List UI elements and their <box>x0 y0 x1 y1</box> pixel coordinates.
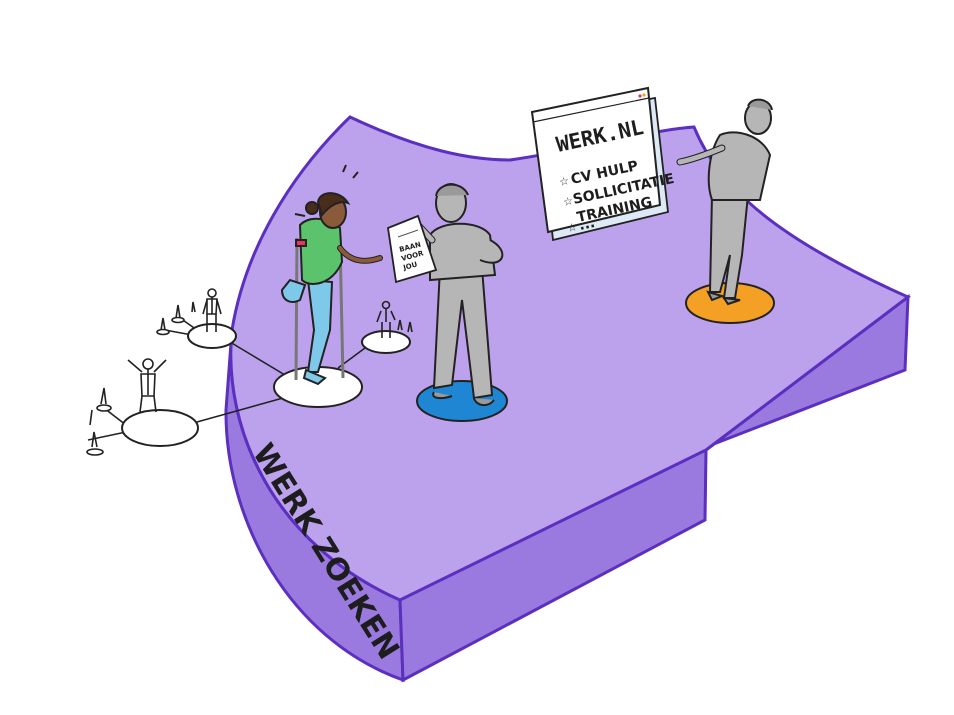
paper-line-3: JOU <box>401 260 418 272</box>
board-item-4: ... <box>578 215 597 234</box>
job-offer-paper: BAAN VOOR JOU <box>387 214 438 284</box>
website-presenter <box>676 98 775 324</box>
network-node-right <box>361 330 411 354</box>
network-diagram <box>86 288 413 456</box>
woman-with-crutches <box>280 164 383 386</box>
platform-side-divider <box>703 447 708 521</box>
network-node-left <box>121 409 199 447</box>
small-person-arms-up <box>127 358 167 413</box>
website-board: WERK.NL ☆ CV HULP ☆ SOLLICITATIE TRAININ… <box>530 86 676 242</box>
small-person-right <box>376 300 396 338</box>
small-person-upper <box>202 288 222 332</box>
board-star-3: ☆ <box>566 220 578 235</box>
network-node-upper <box>187 323 237 349</box>
job-advisor <box>414 183 508 422</box>
board-star-2: ☆ <box>562 194 574 209</box>
board-star-1: ☆ <box>558 174 570 189</box>
